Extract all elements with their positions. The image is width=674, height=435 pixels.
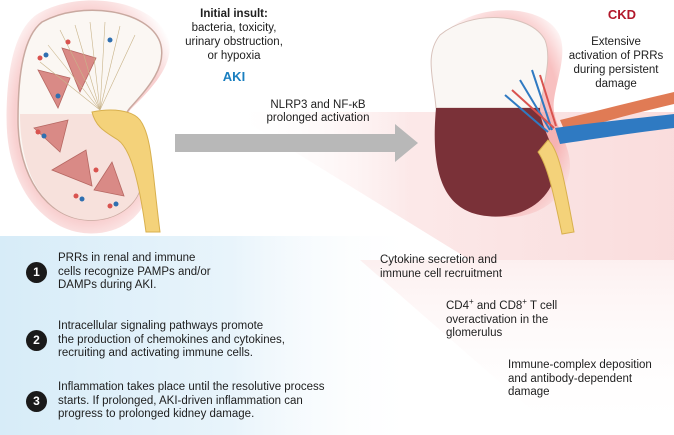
step-1-line-2: cells recognize PAMPs and/or (58, 265, 211, 278)
insult-title: Initial insult: (200, 8, 268, 20)
tcell-label: T cell (526, 300, 558, 312)
cd4-sup: + (469, 297, 474, 307)
insult-line-2: urinary obstruction, (185, 36, 283, 48)
cytokine-line-1: Cytokine secretion and (380, 254, 497, 266)
arrow-label-line-1: NLRP3 and NF-κB (270, 99, 366, 111)
step-2-badge: 2 (26, 330, 47, 351)
ckd-desc-line-2: activation of PRRs (568, 50, 664, 62)
ckd-desc-line-1: Extensive (591, 36, 641, 48)
ckd-label: CKD (607, 7, 637, 22)
step-2-line-3: recruiting and activating immune cells. (58, 347, 253, 359)
ckd-desc-line-3: during persistent (573, 64, 659, 76)
immune-complex-line-2: and antibody-dependent (508, 372, 633, 385)
aki-label: AKI (222, 69, 246, 84)
insult-line-3: or hypoxia (207, 50, 261, 62)
step-2-line-1: Intracellular signaling pathways promote (58, 320, 264, 332)
tcell-line-3: glomerulus (446, 327, 503, 339)
step-3-badge: 3 (26, 391, 47, 412)
tcell-line-2: overactivation in the (446, 313, 549, 326)
cytokine-line-2: immune cell recruitment (380, 267, 503, 280)
cd4-label: CD4 (446, 300, 470, 312)
step-3-line-2: starts. If prolonged, AKI-driven inflamm… (58, 394, 303, 407)
arrow-label-line-2: prolonged activation (266, 112, 370, 124)
step-1-line-1: PRRs in renal and immune (58, 252, 196, 264)
step-2-text: Intracellular signaling pathways promote… (58, 320, 358, 361)
step-1-line-3: DAMPs during AKI. (58, 279, 157, 291)
step-1-badge: 1 (26, 262, 47, 283)
step-3-text: Inflammation takes place until the resol… (58, 381, 358, 422)
cd8-label: and CD8 (473, 300, 523, 312)
step-2-line-2: the production of chemokines and cytokin… (58, 333, 285, 346)
step-1-text: PRRs in renal and immune cells recognize… (58, 252, 358, 293)
cytokine-text: Cytokine secretion and immune cell recru… (380, 254, 560, 281)
tcell-line-1: CD4+ and CD8+ T cell (446, 297, 616, 314)
step-3-line-3: progress to prolonged kidney damage. (58, 408, 255, 420)
step-3-line-1: Inflammation takes place until the resol… (58, 381, 325, 393)
immune-complex-line-3: damage (508, 386, 550, 398)
immune-complex-line-1: Immune-complex deposition (508, 359, 652, 371)
insult-line-1: bacteria, toxicity, (191, 22, 277, 34)
immune-complex-text: Immune-complex deposition and antibody-d… (508, 359, 668, 400)
ckd-desc-line-4: damage (595, 78, 637, 90)
cd8-sup: + (522, 297, 527, 307)
tcell-text: CD4+ and CD8+ T cell overactivation in t… (446, 297, 616, 341)
